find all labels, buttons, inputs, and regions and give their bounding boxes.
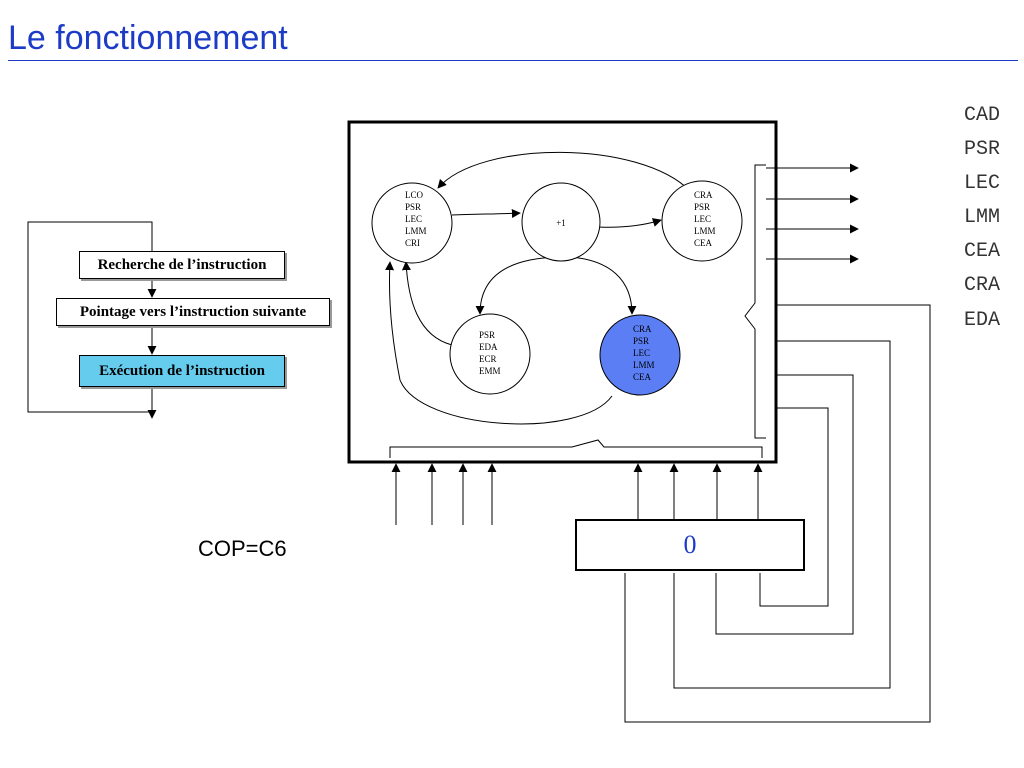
input-bracket xyxy=(389,439,763,525)
state-cra-current-line: LMM xyxy=(633,360,655,370)
state-cra-fetch-line: PSR xyxy=(694,202,710,212)
state-lco-line: CRI xyxy=(405,238,420,248)
state-cra-current: CRA PSR LEC LMM CEA xyxy=(599,314,681,396)
state-lco-line: LCO xyxy=(405,190,424,200)
register-box xyxy=(575,519,805,571)
state-cra-fetch: CRA PSR LEC LMM CEA xyxy=(661,180,743,262)
state-cra-fetch-line: CEA xyxy=(694,238,713,248)
state-lco-line: LMM xyxy=(405,226,427,236)
signal-lec: LEC xyxy=(963,172,1000,195)
signal-psr: PSR xyxy=(963,138,1000,161)
state-transitions xyxy=(385,151,691,425)
state-lco-line: LEC xyxy=(405,214,422,224)
state-increment-line: +1 xyxy=(556,218,566,228)
state-cra-fetch-line: LEC xyxy=(694,214,711,224)
state-lco-line: PSR xyxy=(405,202,421,212)
page-title: Le fonctionnement xyxy=(8,19,288,57)
state-psr-eda-line: EMM xyxy=(479,366,501,376)
step-fetch-instruction: Recherche de l’instruction xyxy=(79,251,285,279)
control-unit-box xyxy=(347,120,778,464)
state-psr-eda-line: ECR xyxy=(479,354,497,364)
state-lco: LCO PSR LEC LMM CRI xyxy=(371,182,453,264)
cop-label: COP=C6 xyxy=(198,536,287,561)
signal-cad: CAD xyxy=(963,104,1000,127)
state-increment: +1 xyxy=(521,182,601,262)
output-bracket xyxy=(744,163,859,439)
signal-eda: EDA xyxy=(963,309,1000,332)
register-value: 0 xyxy=(683,530,697,559)
state-psr-eda: PSR EDA ECR EMM xyxy=(449,313,531,395)
step-point-next-instruction: Pointage vers l’instruction suivante xyxy=(56,298,330,326)
state-psr-eda-line: PSR xyxy=(479,330,495,340)
signal-cea: CEA xyxy=(963,240,1000,263)
state-cra-current-line: LEC xyxy=(633,348,650,358)
state-cra-fetch-line: LMM xyxy=(694,226,716,236)
feedback-lines xyxy=(624,304,931,723)
signal-cra: CRA xyxy=(963,274,1000,297)
state-cra-current-line: CEA xyxy=(633,372,652,382)
state-cra-current-line: PSR xyxy=(633,336,649,346)
signal-lmm: LMM xyxy=(963,206,1000,229)
step-execute-instruction: Exécution de l’instruction xyxy=(79,355,285,387)
state-psr-eda-line: EDA xyxy=(479,342,498,352)
state-cra-fetch-line: CRA xyxy=(694,190,713,200)
state-cra-current-line: CRA xyxy=(633,324,652,334)
flowchart-loop xyxy=(27,221,157,419)
title-divider xyxy=(8,60,1018,61)
